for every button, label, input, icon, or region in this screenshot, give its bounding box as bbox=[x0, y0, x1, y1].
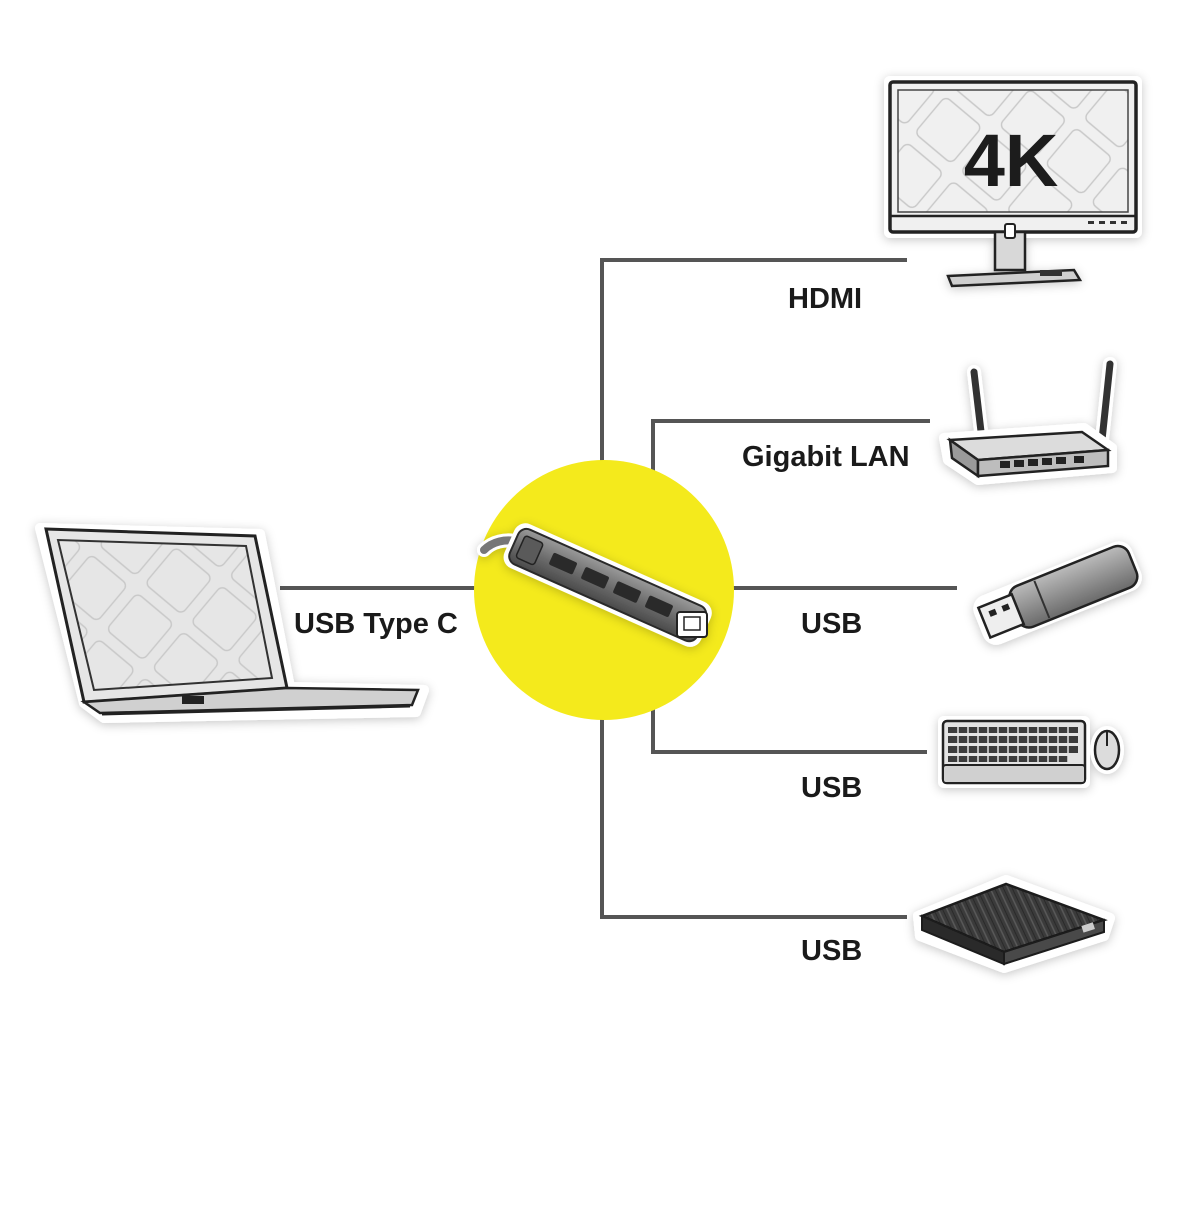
label-usb-flash: USB bbox=[801, 608, 863, 640]
usb-flash-drive-icon bbox=[973, 541, 1142, 645]
router-icon bbox=[939, 357, 1117, 485]
label-hdmi: HDMI bbox=[788, 283, 863, 315]
usb-c-hub-icon bbox=[477, 523, 712, 647]
line-usb-hdd bbox=[600, 713, 907, 919]
external-hard-drive-icon bbox=[913, 875, 1115, 973]
label-usb-hdd: USB bbox=[801, 935, 863, 967]
connection-lines bbox=[280, 258, 957, 919]
line-hdmi bbox=[600, 258, 907, 470]
line-usb-keyboard bbox=[651, 704, 927, 754]
keyboard-mouse-icon bbox=[938, 716, 1124, 788]
label-gigabit-lan: Gigabit LAN bbox=[742, 441, 910, 473]
laptop-icon bbox=[35, 523, 429, 723]
monitor-icon: 4K bbox=[884, 76, 1142, 288]
monitor-resolution-label: 4K bbox=[964, 119, 1059, 202]
label-usb-keyboard: USB bbox=[801, 772, 863, 804]
label-usb-type-c: USB Type C bbox=[294, 608, 458, 640]
line-gigabit-lan bbox=[651, 419, 930, 472]
